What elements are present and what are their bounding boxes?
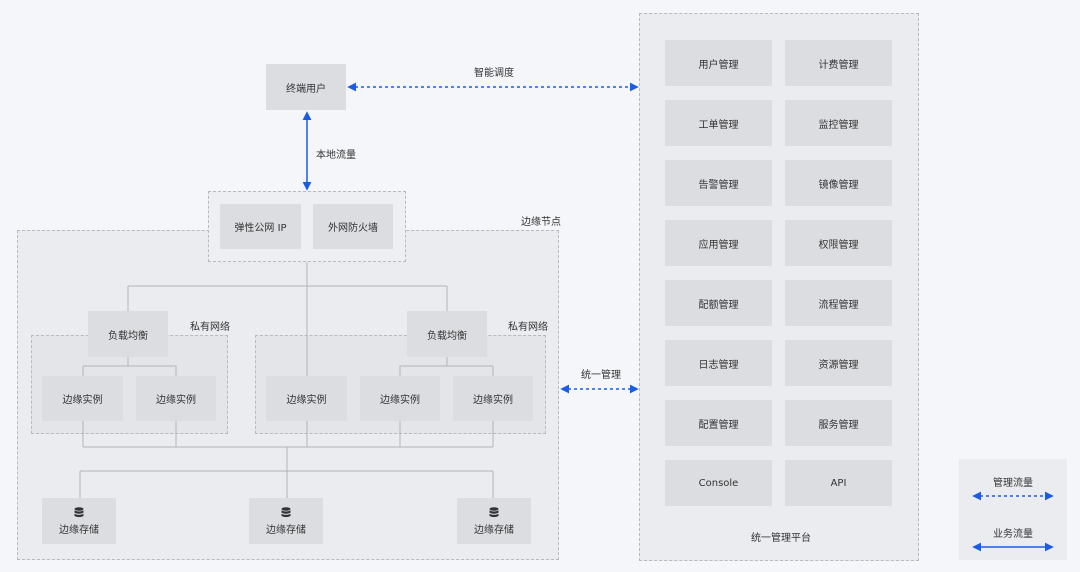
module-app-mgmt: 应用管理: [665, 220, 772, 266]
unified-mgmt-label: 统一管理: [581, 370, 621, 381]
module-ticket-mgmt: 工单管理: [665, 100, 772, 146]
module-api: API: [785, 460, 892, 506]
edge-instance-box: 边缘实例: [266, 376, 347, 421]
database-icon: [281, 506, 291, 517]
edge-instance-box: 边缘实例: [453, 376, 533, 421]
module-image-mgmt: 镜像管理: [785, 160, 892, 206]
legend-mgmt-flow-label: 管理流量: [993, 478, 1033, 489]
firewall-box: 外网防火墙: [313, 204, 393, 249]
module-service-mgmt: 服务管理: [785, 400, 892, 446]
module-alarm-mgmt: 告警管理: [665, 160, 772, 206]
module-user-mgmt: 用户管理: [665, 40, 772, 86]
module-config-mgmt: 配置管理: [665, 400, 772, 446]
edge-storage-label: 边缘存储: [266, 524, 306, 536]
edge-instance-box: 边缘实例: [42, 376, 123, 421]
database-icon: [74, 506, 84, 517]
left-lb-box: 负载均衡: [88, 311, 168, 357]
database-icon: [489, 506, 499, 517]
right-lb-box: 负载均衡: [407, 311, 487, 357]
edge-storage-label: 边缘存储: [59, 524, 99, 536]
local-traffic-label: 本地流量: [316, 150, 356, 161]
left-private-network-label: 私有网络: [190, 322, 230, 333]
module-resource-mgmt: 资源管理: [785, 340, 892, 386]
eip-box: 弹性公网 IP: [220, 204, 301, 249]
edge-node-label: 边缘节点: [521, 217, 561, 228]
edge-instance-box: 边缘实例: [360, 376, 440, 421]
module-monitor-mgmt: 监控管理: [785, 100, 892, 146]
edge-storage-box: 边缘存储: [249, 498, 323, 544]
module-process-mgmt: 流程管理: [785, 280, 892, 326]
end-user-box: 终端用户: [266, 64, 346, 110]
legend-biz-flow-label: 业务流量: [993, 529, 1033, 540]
edge-instance-box: 边缘实例: [136, 376, 216, 421]
module-console: Console: [665, 460, 772, 506]
edge-storage-label: 边缘存储: [474, 524, 514, 536]
edge-storage-box: 边缘存储: [42, 498, 116, 544]
module-quota-mgmt: 配额管理: [665, 280, 772, 326]
module-billing-mgmt: 计费管理: [785, 40, 892, 86]
edge-storage-box: 边缘存储: [457, 498, 531, 544]
platform-label: 统一管理平台: [751, 533, 811, 544]
smart-dispatch-label: 智能调度: [474, 68, 514, 79]
module-permission-mgmt: 权限管理: [785, 220, 892, 266]
right-private-network-label: 私有网络: [508, 322, 548, 333]
module-log-mgmt: 日志管理: [665, 340, 772, 386]
